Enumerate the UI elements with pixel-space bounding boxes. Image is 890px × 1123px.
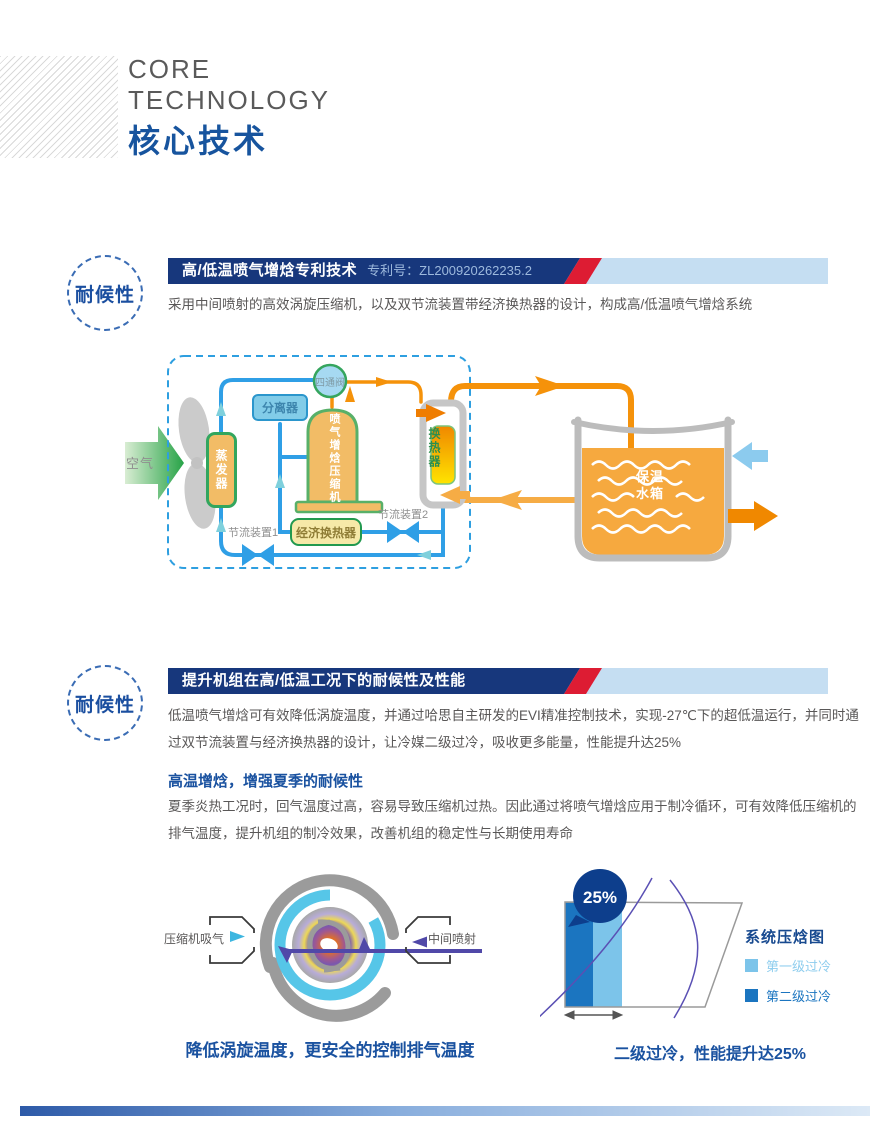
legend-title: 系统压焓图 [745,929,826,946]
evaporator-label: 蒸发器 [214,449,228,491]
heat-exchanger-shell [419,399,467,509]
compressor-label: 喷气增焓压缩机 [328,412,340,504]
legend-row-1: 第一级过冷 [745,956,831,975]
small-hot-arrow [376,377,392,387]
section2-subtext: 夏季炎热工况时，回气温度过高，容易导致压缩机过热。因此通过将喷气增焓应用于制冷循… [168,799,857,841]
title-bar-navy-segment [168,258,580,284]
scroll-caption: 降低涡旋温度，更安全的控制排气温度 [185,1041,475,1060]
hot-water-out-arrow [728,501,778,531]
injection-line [278,937,482,963]
ph-diagram-figure: 25% [540,869,744,1020]
heat-exchanger-label: 换热器 [427,427,441,469]
suction-port-outline [209,916,255,964]
section1-intro: 采用中间喷射的高效涡旋压缩机，以及双节流装置带经济换热器的设计，构成高/低温喷气… [168,297,753,312]
four-way-valve-circle [312,363,348,399]
four-way-valve-label: 四通阀 [315,378,345,389]
scroll-compressor-figure [209,874,482,1022]
separator-label: 分离器 [261,401,298,415]
tank-label: 保温 水箱 [635,469,664,501]
throttle2-label: 节流装置2 [378,509,429,521]
economizer-box: 经济换热器 [290,518,362,546]
cold-flow-arrows [216,402,431,560]
hot-flow-arrow [535,376,565,396]
compressor-body [306,408,359,504]
hx-out-arrow [440,486,470,504]
compressor-base [294,500,384,514]
air-flow-arrow [125,426,184,500]
injection-label: 中间喷射 [428,932,477,946]
section2-subheading: 高温增焓，增强夏季的耐候性 [168,773,364,790]
scroll-spiral [259,874,399,1022]
section1-badge: 耐候性 [67,255,143,331]
hot-pipes [330,380,634,503]
return-flow-arrow [492,490,522,510]
injection-port-outline [405,916,451,964]
tank-rim [571,419,735,434]
hx-in-arrow [416,404,446,422]
suction-label: 压缩机吸气 [164,932,225,946]
footer-gradient-bar [20,1106,870,1116]
first-subcool-swatch [745,959,758,972]
section1-title: 高/低温喷气增焓专利技术 [182,262,358,279]
cold-water-in-arrow [732,442,768,470]
tank-walls [574,416,732,562]
percent-badge-text: 25% [583,888,617,907]
air-label: 空气 [126,456,155,471]
second-subcool-label: 第二级过冷 [766,989,832,1004]
section1-patent-number: 专利号：ZL200920262235.2 [367,263,532,278]
percent-badge: 25% [568,869,627,927]
discharge-up-arrow [345,386,355,402]
second-subcool-swatch [745,989,758,1002]
section2-title-bar: 提升机组在高/低温工况下的耐候性及性能 [168,668,828,694]
cold-pipes [219,378,445,557]
first-subcool-label: 第一级过冷 [766,959,832,974]
saturation-curve [540,877,699,1019]
separator-box: 分离器 [252,394,308,421]
throttle-valve-2 [387,521,419,543]
cycle-outline [564,901,744,1008]
suction-arrow [230,931,245,942]
injection-arrow [412,936,427,948]
tank-waves [591,460,705,534]
header-en-line1: CORE [128,54,212,84]
page-title: 核心技术 [128,123,269,159]
header-en-line2: TECHNOLOGY [128,85,331,115]
range-arrow [563,1010,624,1020]
section1-title-bar: 高/低温喷气增焓专利技术专利号：ZL200920262235.2 [168,258,828,284]
unit-boundary-dashed [167,355,471,569]
hatch-decoration [0,56,118,158]
section2-badge: 耐候性 [67,665,143,741]
throttle-valve-1 [242,544,274,566]
section2-intro: 低温喷气增焓可有效降低涡旋温度，并通过哈思自主研发的EVI精准控制技术，实现-2… [168,708,859,750]
section2-title: 提升机组在高/低温工况下的耐候性及性能 [182,672,466,689]
heat-exchanger-core [430,425,456,485]
throttle1-label: 节流装置1 [228,527,279,539]
title-bar-navy-segment [168,668,580,694]
economizer-label: 经济换热器 [295,525,356,540]
legend-row-2: 第二级过冷 [745,986,831,1005]
evaporator-box: 蒸发器 [206,432,237,508]
ph-caption: 二级过冷，性能提升达25% [613,1046,807,1063]
header-english: CORE TECHNOLOGY [128,54,330,116]
